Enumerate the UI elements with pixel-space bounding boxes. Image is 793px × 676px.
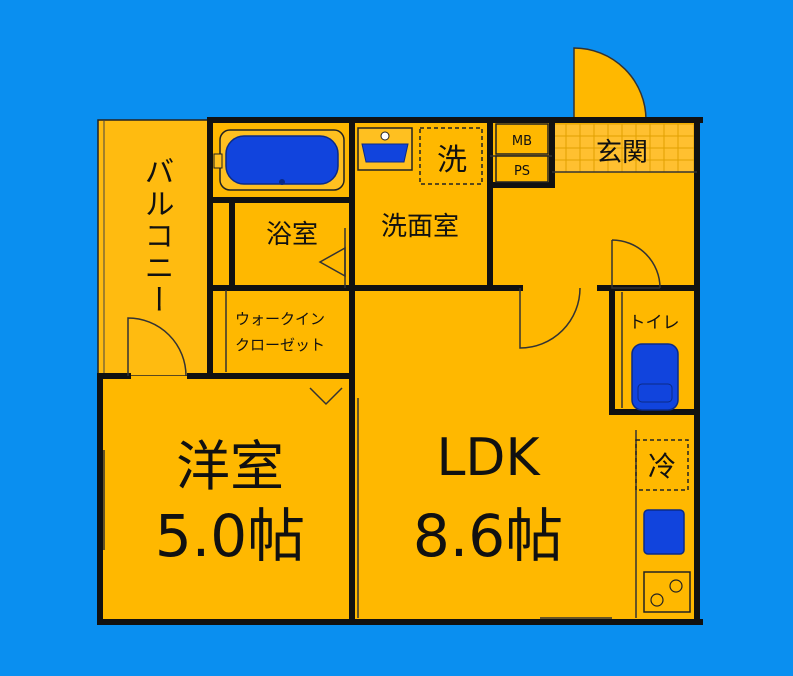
mb-box bbox=[495, 123, 549, 155]
toilet-fixture bbox=[631, 343, 679, 411]
balcony-label: バルコニー bbox=[139, 156, 174, 316]
bath-label: 浴室 bbox=[266, 220, 318, 250]
entrance-door bbox=[573, 47, 647, 121]
ps-box bbox=[495, 155, 549, 183]
entrance-tiles bbox=[551, 123, 695, 173]
ldk-name: LDK bbox=[436, 428, 541, 488]
ldk-size: 8.6帖 bbox=[413, 502, 563, 570]
washbasin bbox=[357, 127, 413, 171]
walkin-closet-label-1: ウォークイン bbox=[235, 310, 325, 328]
mb-label: MB bbox=[512, 134, 532, 149]
bathtub bbox=[213, 129, 345, 191]
washer-space bbox=[419, 127, 483, 185]
ps-label: PS bbox=[514, 164, 530, 179]
doors bbox=[127, 239, 661, 406]
western-room-floor bbox=[100, 376, 352, 622]
walkin-closet-label-2: クローゼット bbox=[235, 336, 325, 354]
stove bbox=[643, 571, 691, 613]
toilet-label: トイレ bbox=[629, 313, 680, 333]
fridge-space bbox=[635, 439, 689, 491]
walls bbox=[97, 117, 703, 625]
western-room-size: 5.0帖 bbox=[155, 502, 305, 570]
western-room-name: 洋室 bbox=[176, 435, 284, 498]
fridge-label: 冷 bbox=[648, 450, 676, 483]
washroom-label: 洗面室 bbox=[381, 212, 459, 242]
kitchen-sink bbox=[643, 509, 685, 555]
washer-label: 洗 bbox=[437, 143, 467, 178]
entrance-label: 玄関 bbox=[596, 138, 648, 168]
balcony-area bbox=[97, 119, 211, 377]
